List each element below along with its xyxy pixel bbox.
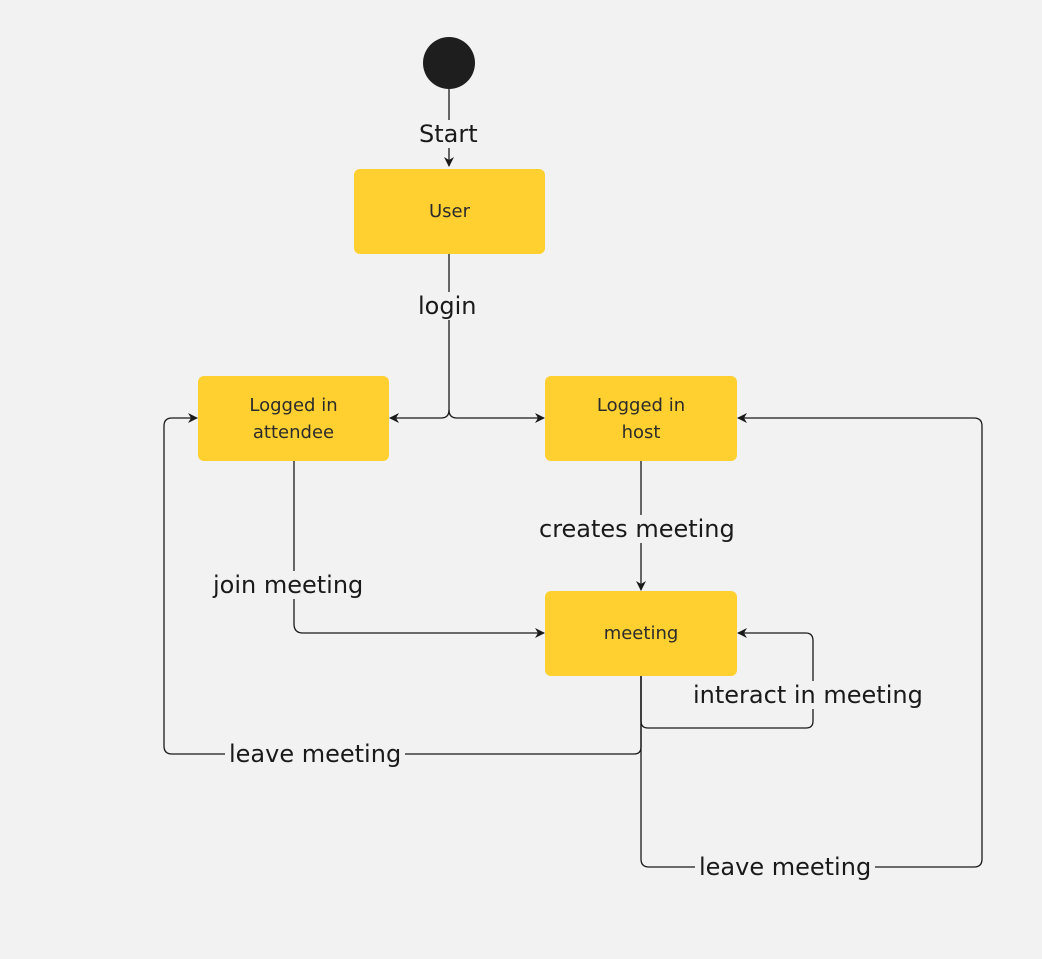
edge-attendee-to-meeting <box>293 461 545 638</box>
edge-meeting-to-attendee <box>163 413 642 755</box>
transition-label-leave-meeting-attendee: leave meeting <box>225 740 406 768</box>
edge-user-to-host <box>448 409 545 423</box>
state-meeting: meeting <box>545 591 737 676</box>
state-user: User <box>354 169 545 254</box>
transition-label-interact-in-meeting: interact in meeting <box>689 681 927 709</box>
edge-user-to-attendee <box>389 254 450 423</box>
transition-label-start: Start <box>415 120 482 148</box>
transition-label-join-meeting: join meeting <box>209 571 368 599</box>
state-logged-in-host-label: Logged in host <box>596 394 686 443</box>
edge-meeting-to-host <box>640 413 983 868</box>
state-user-label: User <box>428 201 471 222</box>
state-logged-in-attendee: Logged in attendee <box>198 376 389 461</box>
start-node <box>423 37 475 89</box>
transition-label-login: login <box>414 292 481 320</box>
transition-label-leave-meeting-host: leave meeting <box>695 853 876 881</box>
edge-meeting-self-loop <box>640 628 814 729</box>
state-logged-in-attendee-label: Logged in attendee <box>249 394 338 443</box>
state-meeting-label: meeting <box>603 623 679 644</box>
state-logged-in-host: Logged in host <box>545 376 737 461</box>
transition-label-creates-meeting: creates meeting <box>535 515 739 543</box>
